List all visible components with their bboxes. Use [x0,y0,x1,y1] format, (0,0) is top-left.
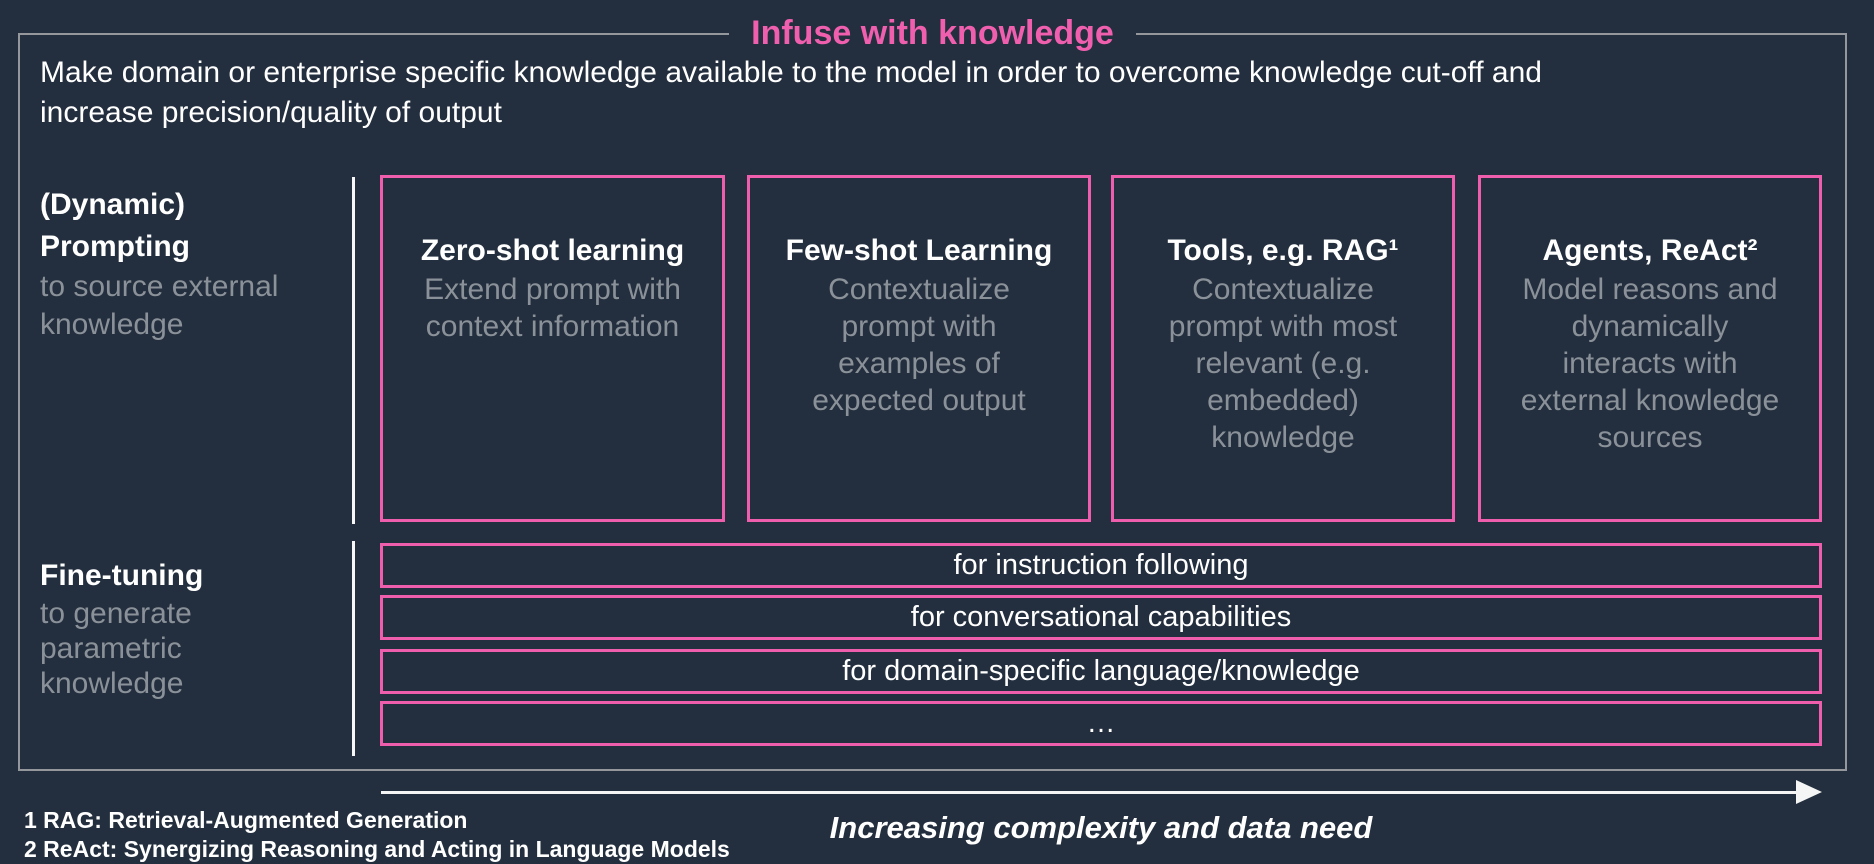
method-box-desc: Model reasons and dynamically interacts … [1520,273,1780,454]
method-box-agents-react: Agents, ReAct² Model reasons and dynamic… [1478,175,1822,522]
finetuning-bar-instruction: for instruction following [380,543,1822,588]
method-box-few-shot: Few-shot Learning Contextualize prompt w… [747,175,1091,522]
prompting-heading: (Dynamic) Prompting [40,188,190,263]
method-box-title: Agents, ReAct² [1542,234,1758,267]
footnote-rag: 1 RAG: Retrieval-Augmented Generation [24,807,468,833]
finetuning-subheading: to generate parametric knowledge [40,597,192,700]
finetuning-heading: Fine-tuning [40,559,204,592]
prompting-row-label: (Dynamic) Prompting to source external k… [40,184,340,344]
method-box-tools-rag: Tools, e.g. RAG¹ Contextualize prompt wi… [1111,175,1455,522]
divider-prompting [352,177,355,524]
finetuning-bar-domain: for domain-specific language/knowledge [380,649,1822,694]
method-box-title: Zero-shot learning [420,234,685,267]
method-box-title: Few-shot Learning [785,234,1053,267]
finetuning-bar-conversational: for conversational capabilities [380,595,1822,640]
finetuning-bar-ellipsis: … [380,701,1822,746]
method-box-desc: Contextualize prompt with most relevant … [1168,273,1398,454]
slide-title: Infuse with knowledge [729,11,1136,55]
footnotes: 1 RAG: Retrieval-Augmented Generation 2 … [24,806,730,864]
complexity-arrow-line [381,791,1801,794]
divider-finetuning [352,541,355,756]
title-band: Infuse with knowledge [18,11,1847,55]
prompting-subheading: to source external knowledge [40,270,279,341]
method-box-desc: Contextualize prompt with examples of ex… [812,273,1026,417]
complexity-arrow-label: Increasing complexity and data need [829,810,1373,845]
method-box-title: Tools, e.g. RAG¹ [1167,234,1399,267]
complexity-arrow-head-icon [1796,780,1822,804]
finetuning-row-label: Fine-tuning to generate parametric knowl… [40,556,340,701]
method-box-desc: Extend prompt with context information [424,273,681,343]
slide-subtitle: Make domain or enterprise specific knowl… [40,56,1542,129]
method-box-zero-shot: Zero-shot learning Extend prompt with co… [380,175,725,522]
footnote-react: 2 ReAct: Synergizing Reasoning and Actin… [24,836,730,862]
